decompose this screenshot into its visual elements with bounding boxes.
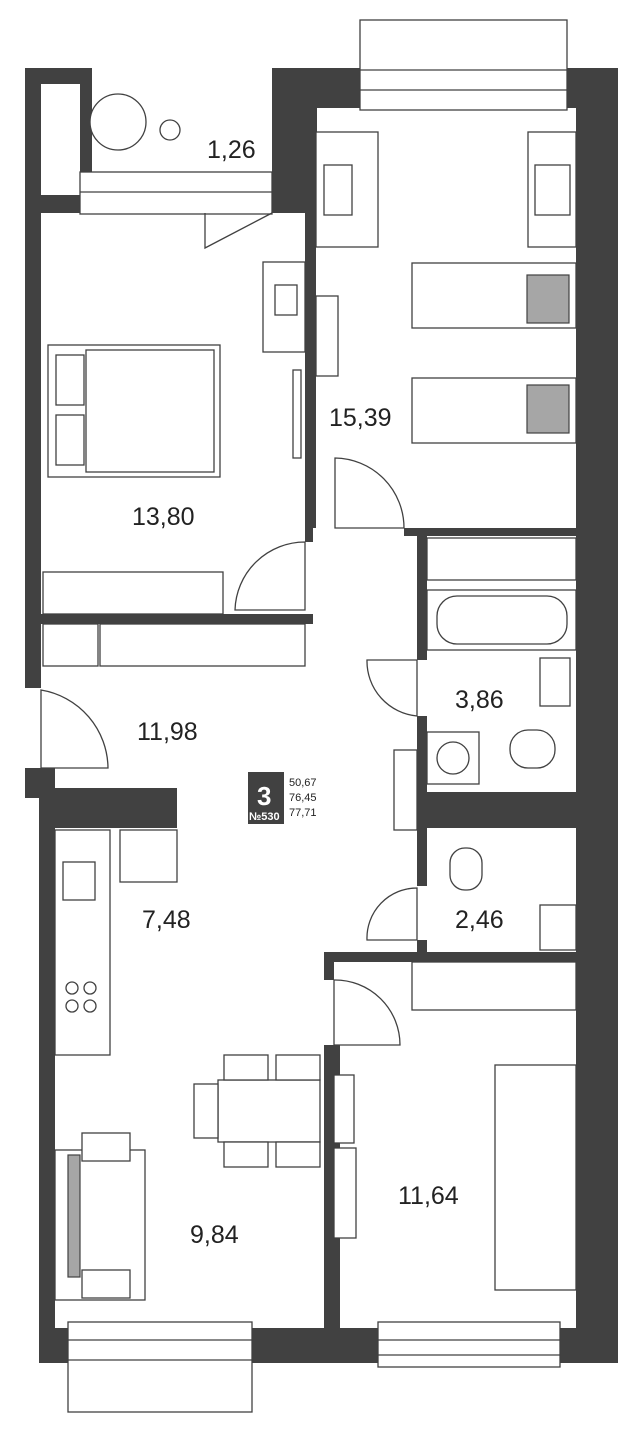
area-total: 76,45 <box>289 792 317 804</box>
apartment-number: №530 <box>249 811 280 823</box>
kitchen-area: 7,48 <box>142 906 191 934</box>
area-with-balcony: 77,71 <box>289 807 317 819</box>
living-room-area: 9,84 <box>190 1221 239 1249</box>
bedroom-area: 13,80 <box>132 503 195 531</box>
furniture <box>42 93 577 1301</box>
children-room-area: 15,39 <box>329 404 392 432</box>
doors <box>40 212 418 1046</box>
bathroom-area: 3,86 <box>455 686 504 714</box>
hallway-area: 11,98 <box>137 718 198 746</box>
windows <box>67 19 568 1413</box>
room-4-area: 11,64 <box>398 1182 459 1210</box>
toilet-area: 2,46 <box>455 906 504 934</box>
area-living: 50,67 <box>289 777 317 789</box>
balcony-area: 1,26 <box>207 136 256 164</box>
rooms-count: 3 <box>257 781 271 811</box>
apartment-badge: 3 №530 50,67 76,45 77,71 <box>248 772 317 824</box>
